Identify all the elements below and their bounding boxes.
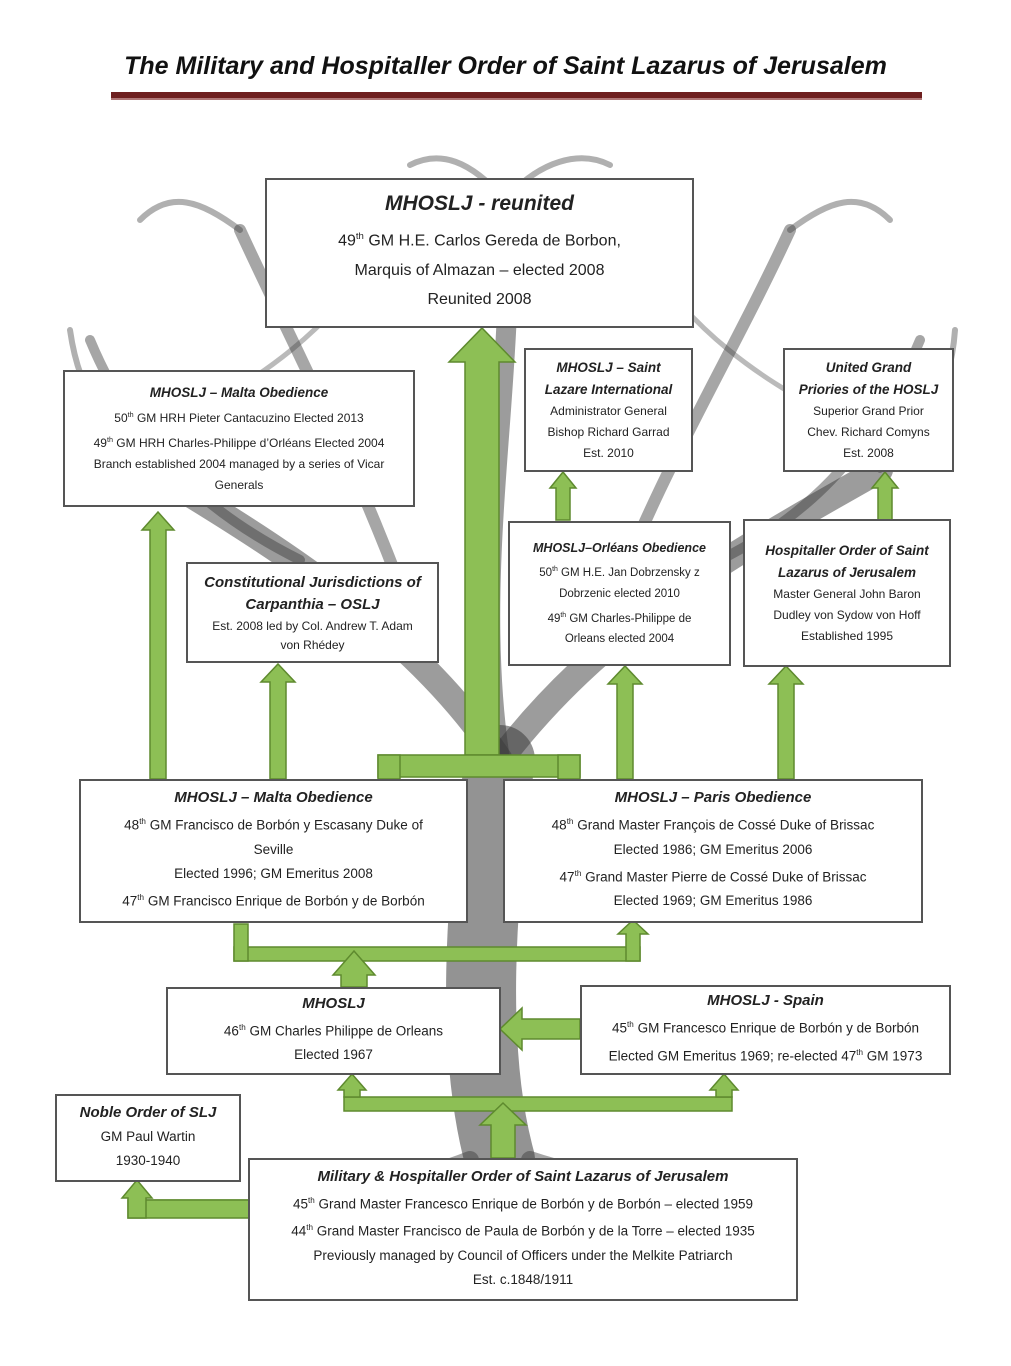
- node-1967-heading: MHOSLJ: [302, 994, 365, 1012]
- arrow-from-1967: [331, 949, 377, 988]
- node-1967-line2: Elected 1967: [294, 1047, 373, 1063]
- node-carpanthia: Constitutional Jurisdictions of Carpanth…: [186, 562, 439, 663]
- node-malta-1996-line3: Elected 1996; GM Emeritus 2008: [174, 865, 373, 881]
- node-noble-line2: 1930-1940: [115, 1152, 181, 1168]
- node-sli-line3: Est. 2010: [583, 445, 634, 460]
- arrow-split-bar-upper: [233, 946, 641, 962]
- node-malta-1996-line2: Seville: [253, 841, 294, 857]
- node-malta-2004-heading: MHOSLJ – Malta Obedience: [149, 384, 329, 400]
- node-paris-line4: Elected 1969; GM Emeritus 1986: [613, 893, 813, 908]
- title-rule: [111, 92, 922, 100]
- node-spain-heading: MHOSLJ - Spain: [707, 992, 824, 1009]
- node-carpanthia-heading1: Constitutional Jurisdictions of: [204, 574, 421, 591]
- node-orleans-line4: Orleans elected 2004: [564, 633, 675, 646]
- node-spain-line1: 45th GM Francesco Enrique de Borbón y de…: [612, 1020, 919, 1036]
- node-malta-1996-heading: MHOSLJ – Malta Obedience: [174, 789, 373, 806]
- node-mhoslj-spain: MHOSLJ - Spain 45th GM Francesco Enrique…: [580, 985, 951, 1075]
- node-paris-line1: 48th Grand Master François de Cossé Duke…: [551, 817, 875, 833]
- node-root-line1: 45th Grand Master Francesco Enrique de B…: [292, 1195, 754, 1212]
- node-noble-order: Noble Order of SLJ GM Paul Wartin 1930-1…: [55, 1094, 241, 1182]
- node-ugp-line1: Superior Grand Prior: [813, 403, 924, 418]
- node-noble-line1: GM Paul Wartin: [100, 1128, 196, 1144]
- node-1967-line1: 46th GM Charles Philippe de Orleans: [223, 1022, 444, 1039]
- arrow-to-malta-1996-base: [233, 923, 249, 962]
- arrow-to-1967: [336, 1072, 368, 1098]
- node-reunited-line1: 49th GM H.E. Carlos Gereda de Borbon,: [338, 231, 621, 250]
- node-ugp-line2: Chev. Richard Comyns: [807, 424, 930, 439]
- node-hospitaller-line3: Established 1995: [800, 628, 894, 643]
- arrow-to-spain: [708, 1072, 740, 1098]
- arrow-to-united-grand: [870, 470, 900, 521]
- arrow-to-saint-lazare: [548, 470, 578, 521]
- node-malta-1996-line1: 48th GM Francisco de Borbón y Escasany D…: [124, 817, 423, 833]
- node-hospitaller-heading2: Lazarus of Jerusalem: [777, 564, 917, 580]
- node-paris-line3: 47th Grand Master Pierre de Cossé Duke o…: [559, 868, 867, 885]
- node-malta-2004-line2: 49th GM HRH Charles-Philippe d’Orléans E…: [93, 434, 385, 450]
- node-paris-heading: MHOSLJ – Paris Obedience: [614, 789, 812, 806]
- node-ugp-heading2: Priories of the HOSLJ: [798, 381, 939, 397]
- node-carpanthia-heading2: Carpanthia – OSLJ: [245, 596, 380, 613]
- node-malta-2004-line4: Generals: [214, 477, 264, 492]
- node-sli-heading2: Lazare International: [544, 381, 673, 397]
- arrow-from-root: [478, 1101, 528, 1159]
- node-saint-lazare-international: MHOSLJ – Saint Lazare International Admi…: [524, 348, 693, 472]
- node-orleans-heading: MHOSLJ–Orléans Obedience: [533, 540, 706, 555]
- node-malta-1996-line4: 47th GM Francisco Enrique de Borbón y de…: [122, 892, 425, 909]
- arrow-split-bar-lower: [343, 1096, 733, 1112]
- node-malta-2004-line1: 50th GM HRH Pieter Cantacuzino Elected 2…: [114, 409, 364, 425]
- arrow-base-bar: [377, 754, 581, 778]
- node-spain-line2: Elected GM Emeritus 1969; re-elected 47t…: [608, 1047, 923, 1064]
- node-reunited-heading: MHOSLJ - reunited: [384, 192, 574, 216]
- node-orleans-obedience: MHOSLJ–Orléans Obedience 50th GM H.E. Ja…: [508, 521, 731, 666]
- arrow-to-carpanthia: [259, 662, 297, 780]
- arrow-to-hospitaller: [767, 664, 805, 780]
- node-root: Military & Hospitaller Order of Saint La…: [248, 1158, 798, 1301]
- node-orleans-line3: 49th GM Charles-Philippe de: [547, 611, 692, 625]
- node-orleans-line1: 50th GM H.E. Jan Dobrzensky z: [539, 565, 700, 579]
- node-sli-line2: Bishop Richard Garrad: [547, 424, 670, 439]
- node-reunited: MHOSLJ - reunited 49th GM H.E. Carlos Ge…: [265, 178, 694, 328]
- node-ugp-line3: Est. 2008: [843, 445, 894, 460]
- node-reunited-line2: Marquis of Almazan – elected 2008: [354, 261, 605, 279]
- node-hospitaller-order: Hospitaller Order of Saint Lazarus of Je…: [743, 519, 951, 667]
- arrows: [120, 326, 900, 1219]
- node-hospitaller-line2: Dudley von Sydow von Hoff: [773, 607, 921, 622]
- arrow-noble-vertical: [120, 1178, 154, 1219]
- node-reunited-line3: Reunited 2008: [427, 290, 532, 308]
- node-malta-2004-line3: Branch established 2004 managed by a ser…: [93, 456, 385, 471]
- node-root-line3: Previously managed by Council of Officer…: [313, 1247, 733, 1263]
- arrow-base-left-drop: [377, 754, 401, 780]
- node-root-line2: 44th Grand Master Francisco de Paula de …: [291, 1223, 755, 1239]
- node-carpanthia-line2: von Rhédey: [280, 638, 345, 652]
- node-malta-obedience-2004: MHOSLJ – Malta Obedience 50th GM HRH Pie…: [63, 370, 415, 507]
- node-root-line4: Est. c.1848/1911: [472, 1271, 574, 1287]
- arrow-to-orleans: [606, 664, 644, 780]
- node-paris-line2: Elected 1986; GM Emeritus 2006: [613, 841, 813, 857]
- node-united-grand-priories: United Grand Priories of the HOSLJ Super…: [783, 348, 954, 472]
- node-malta-obedience-1996: MHOSLJ – Malta Obedience 48th GM Francis…: [79, 779, 468, 923]
- node-ugp-heading1: United Grand: [825, 359, 912, 375]
- page-title: The Military and Hospitaller Order of Sa…: [124, 52, 887, 80]
- node-paris-obedience: MHOSLJ – Paris Obedience 48th Grand Mast…: [503, 779, 923, 923]
- arrow-spain-to-1967: [498, 1006, 581, 1052]
- node-orleans-line2: Dobrzenic elected 2010: [559, 587, 680, 600]
- node-carpanthia-line1: Est. 2008 led by Col. Andrew T. Adam: [212, 619, 413, 633]
- node-mhoslj-1967: MHOSLJ 46th GM Charles Philippe de Orlea…: [166, 987, 501, 1075]
- node-sli-line1: Administrator General: [550, 403, 667, 418]
- node-hospitaller-line1: Master General John Baron: [773, 586, 921, 601]
- node-root-heading: Military & Hospitaller Order of Saint La…: [317, 1167, 729, 1185]
- node-noble-heading: Noble Order of SLJ: [79, 1103, 217, 1121]
- node-hospitaller-heading1: Hospitaller Order of Saint: [765, 542, 929, 558]
- arrow-to-malta-2004: [140, 510, 176, 780]
- arrow-to-paris-base: [616, 918, 650, 962]
- arrow-base-right-drop: [557, 754, 581, 780]
- arrow-to-reunited: [447, 326, 517, 756]
- node-sli-heading1: MHOSLJ – Saint: [556, 359, 661, 375]
